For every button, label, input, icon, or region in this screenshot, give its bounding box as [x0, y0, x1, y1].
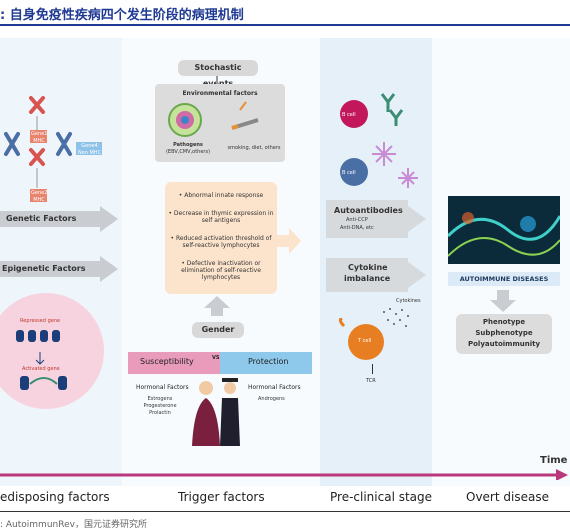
- stochastic-events-box: Stochastic events: [178, 60, 258, 88]
- autoantibodies-label: Autoantibodies: [334, 206, 403, 215]
- prolactin-label: Prolactin: [149, 410, 171, 416]
- subphenotype-label: Subphenotype: [475, 329, 533, 337]
- environment-icons: [168, 101, 259, 137]
- stage-preclinical-label: Pre-clinical stage: [330, 490, 433, 504]
- anti-dna-label: Anti-DNA, etc: [340, 225, 374, 231]
- bcell-2-label: B cell: [342, 170, 356, 176]
- mechanisms-box: [165, 182, 277, 294]
- tcell-illustration: [338, 318, 384, 360]
- time-label: Time: [540, 455, 568, 466]
- progesterone-label: Progesterone: [143, 403, 177, 409]
- stage-predisposing-label: edisposing factors: [0, 490, 110, 504]
- protection-banner: [220, 352, 312, 374]
- vs-label: VS: [212, 355, 220, 361]
- chromosome-illustration: [4, 96, 102, 202]
- androgens-label: Androgens: [258, 396, 285, 402]
- cytokines-label: Cytokines: [396, 298, 421, 304]
- imbalance-label: imbalance: [344, 274, 391, 283]
- genetic-factors-arrow: [0, 206, 118, 232]
- pathogens-sub-label: (EBV,CMV,others): [165, 149, 211, 155]
- chromosome-gene1: [29, 96, 45, 114]
- activated-gene-label: Activated gene: [22, 366, 60, 372]
- autoantibodies-arrow: [326, 200, 426, 238]
- repressed-gene-label: Repressed gene: [20, 318, 61, 324]
- gene2-label: Gene2 MHC: [31, 190, 48, 203]
- source-note: : AutoimmunRev，国元证券研究所: [0, 520, 147, 530]
- smoking-label: smoking, diet, others: [227, 145, 281, 151]
- title-rule: [0, 24, 570, 26]
- gene1-label: Gene1 MHC: [31, 131, 48, 144]
- estrogens-label: Estrogens: [147, 396, 173, 402]
- hormonal-left-label: Hormonal Factors: [136, 384, 189, 391]
- timeline-arrow: [0, 469, 568, 480]
- phenotype-label: Phenotype: [482, 318, 526, 326]
- gender-up-arrow: [204, 296, 230, 316]
- autoimmune-diseases-label: AUTOIMMUNE DISEASES: [448, 272, 560, 286]
- disease-image: [446, 196, 562, 264]
- gender-box: Gender: [192, 322, 244, 338]
- tcell-label: T cell: [358, 338, 372, 344]
- epigenetic-circle: [0, 293, 104, 409]
- mechanism-4: • Defective inactivation or elimination …: [181, 260, 261, 281]
- environmental-label: Environmental factors: [182, 90, 258, 97]
- bcell-illustration: [340, 93, 418, 188]
- cytokine-dots: [383, 308, 409, 327]
- susceptibility-label: Susceptibility: [140, 357, 194, 366]
- hormonal-right-label: Hormonal Factors: [248, 384, 301, 391]
- bottom-rule: [0, 511, 570, 512]
- tcr-label: TCR: [366, 378, 376, 384]
- couple-illustration: [192, 378, 240, 446]
- genetic-factors-label: Genetic Factors: [6, 214, 77, 223]
- pathogens-label: Pathogens: [173, 142, 203, 148]
- trigger-right-arrow: [277, 228, 301, 254]
- stochastic-connector: [216, 76, 218, 84]
- protection-label: Protection: [248, 357, 289, 366]
- polyautoimmunity-label: Polyautoimmunity: [467, 340, 541, 348]
- mechanism-1: • Abnormal innate response: [178, 192, 264, 199]
- phenotype-box: [456, 314, 552, 354]
- cytokine-label: Cytokine: [348, 263, 388, 272]
- cytokine-arrow: [326, 258, 426, 292]
- gene4-label: Gene4 Non MHC: [77, 143, 102, 156]
- stage-trigger-label: Trigger factors: [178, 490, 265, 504]
- epigenetic-factors-label: Epigenetic Factors: [2, 264, 86, 273]
- stage-overt-label: Overt disease: [466, 490, 549, 504]
- epigenetic-factors-arrow: [0, 256, 118, 282]
- mechanism-3: • Reduced activation threshold of self-r…: [170, 235, 272, 249]
- mechanism-2: • Decrease in thymic expression in self …: [168, 210, 274, 224]
- anti-ccp-label: Anti-CCP: [346, 217, 368, 223]
- bcell-1-label: B cell: [342, 112, 356, 118]
- susceptibility-banner: [128, 352, 220, 374]
- figure-title: : 自身免疫性疾病四个发生阶段的病理机制: [0, 8, 244, 23]
- overt-down-arrow: [490, 290, 516, 312]
- tcr-connector: [372, 364, 373, 374]
